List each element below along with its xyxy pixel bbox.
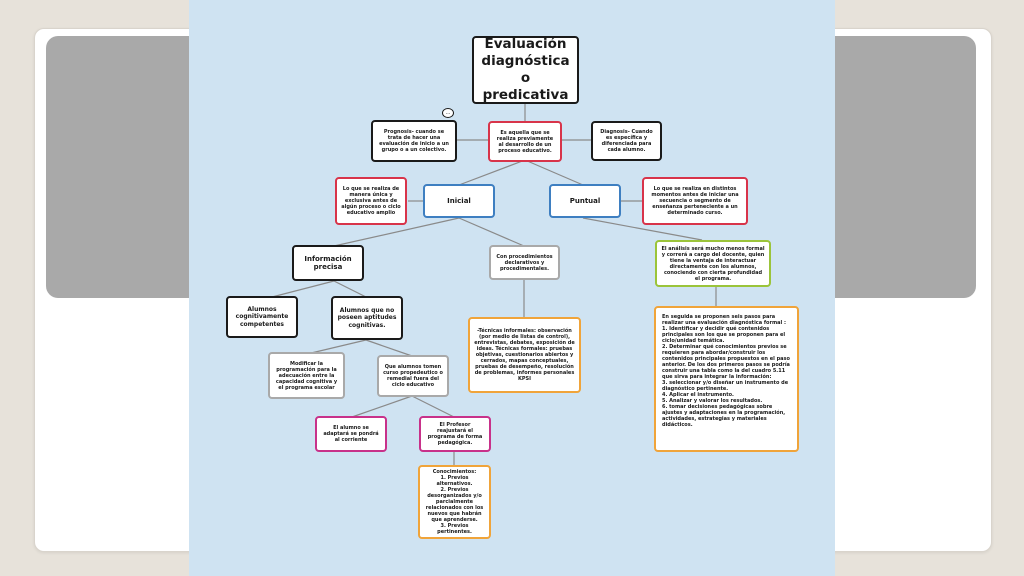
procedimientos-node: Con procedimientos declarativos y proced…	[489, 245, 560, 280]
alumnos-no-aptitudes-node: Alumnos que no poseen aptitudes cognitiv…	[331, 296, 403, 340]
speech-bubble-icon: …	[442, 108, 454, 118]
connector	[411, 395, 455, 418]
connector	[271, 280, 335, 298]
alumno-adaptara-node: El alumno se adaptará se pondrá al corri…	[315, 416, 387, 452]
alumnos-competentes-node: Alumnos cognitivamente competentes	[226, 296, 298, 338]
curso-propedeutico-node: Que alumnos tomen curso propedeutico o r…	[377, 355, 449, 397]
connector-lines	[271, 104, 717, 466]
modificar-programacion-node: Modificar la programación para la adecua…	[268, 352, 345, 399]
pasos-node: En seguida se proponen seis pasos para r…	[654, 306, 799, 452]
concept-map: Evaluación diagnóstica o predicativa … P…	[189, 0, 835, 576]
tecnicas-node: -Técnicas informales: observación (por m…	[468, 317, 581, 393]
diagnosis-node: Diagnosis- Cuando es específica y difere…	[591, 121, 662, 161]
connector	[524, 159, 584, 186]
inicial-description-node: Lo que se realiza de manera única y excl…	[335, 177, 407, 225]
connector	[333, 280, 367, 298]
inicial-node: Inicial	[423, 184, 495, 218]
analisis-node: El análisis será mucho menos formal y co…	[655, 240, 771, 287]
connector	[306, 339, 367, 355]
connector	[458, 159, 526, 186]
informacion-precisa-node: Información precisa	[292, 245, 364, 281]
prognosis-node: Prognosis- cuando se trata de hacer una …	[371, 120, 457, 162]
connector	[458, 217, 525, 247]
connector	[365, 339, 413, 357]
puntual-description-node: Lo que se realiza en distintos momentos …	[642, 177, 748, 225]
connector	[333, 217, 460, 247]
title-node: Evaluación diagnóstica o predicativa	[472, 36, 579, 104]
profesor-reajustara-node: El Profesor reajustará el programa de fo…	[419, 416, 491, 452]
connector	[351, 395, 413, 418]
conocimientos-node: Conocimientos: 1. Previos alternativos. …	[418, 465, 491, 539]
definition-node: Es aquella que se realiza previamente al…	[488, 121, 562, 162]
puntual-node: Puntual	[549, 184, 621, 218]
connector	[582, 217, 703, 241]
